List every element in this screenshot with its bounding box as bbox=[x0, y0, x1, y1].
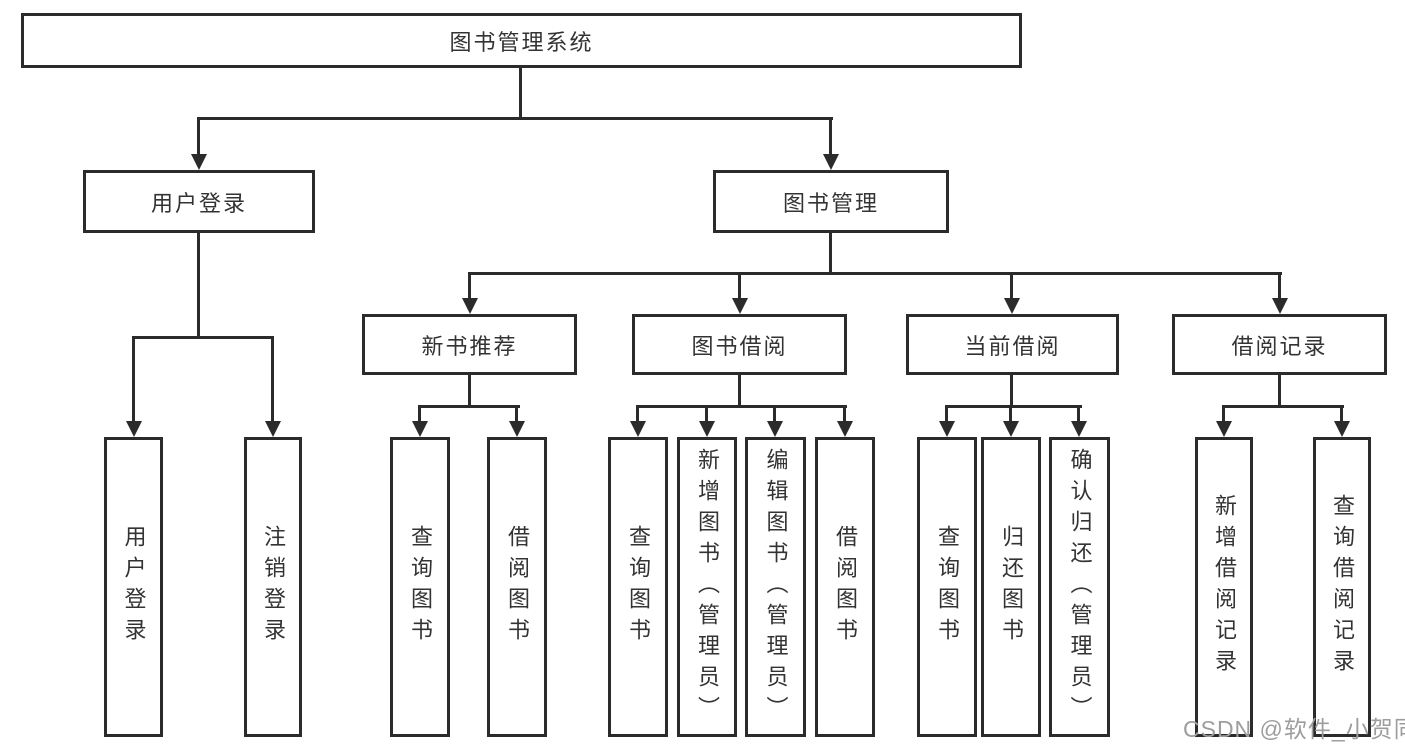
arrowhead-down-icon bbox=[509, 421, 525, 437]
node-new-book-recommend-label: 新书推荐 bbox=[421, 333, 518, 359]
connector-line bbox=[843, 408, 846, 421]
connector-line bbox=[132, 336, 274, 339]
arrowhead-down-icon bbox=[1004, 298, 1020, 314]
connector-line bbox=[1278, 275, 1281, 298]
arrowhead-down-icon bbox=[126, 421, 142, 437]
leaf-query-book-recommend-label: 查询图书 bbox=[408, 525, 433, 649]
connector-line bbox=[636, 408, 639, 421]
leaf-return-book-label: 归还图书 bbox=[999, 525, 1024, 649]
connector-line bbox=[738, 275, 741, 298]
leaf-user-login: 用户登录 bbox=[104, 437, 163, 737]
connector-line bbox=[945, 408, 948, 421]
connector-line bbox=[1340, 408, 1343, 421]
connector-line bbox=[1278, 375, 1281, 405]
connector-line bbox=[945, 405, 1082, 408]
leaf-query-book-recommend: 查询图书 bbox=[390, 437, 450, 737]
leaf-logout-label: 注销登录 bbox=[261, 525, 286, 649]
node-user-login-label: 用户登录 bbox=[150, 190, 247, 216]
node-user-login: 用户登录 bbox=[83, 170, 315, 233]
connector-line bbox=[1010, 375, 1013, 405]
connector-line bbox=[418, 405, 520, 408]
leaf-query-book-borrow: 查询图书 bbox=[608, 437, 668, 737]
connector-line bbox=[132, 339, 135, 421]
leaf-borrow-book-recommend: 借阅图书 bbox=[487, 437, 547, 737]
arrowhead-down-icon bbox=[767, 421, 783, 437]
connector-line bbox=[197, 117, 833, 120]
leaf-borrow-book: 借阅图书 bbox=[815, 437, 875, 737]
leaf-query-borrow-record: 查询借阅记录 bbox=[1313, 437, 1371, 737]
connector-line bbox=[197, 233, 200, 339]
watermark: CSDN @软件_小贺同学 bbox=[1183, 716, 1405, 742]
leaf-edit-book-admin: 编辑图书（管理员） bbox=[745, 437, 806, 737]
leaf-borrow-book-label: 借阅图书 bbox=[833, 525, 858, 649]
leaf-query-book-borrow-label: 查询图书 bbox=[626, 525, 651, 649]
arrowhead-down-icon bbox=[462, 298, 478, 314]
node-borrowing-records-label: 借阅记录 bbox=[1231, 333, 1328, 359]
arrowhead-down-icon bbox=[1216, 421, 1232, 437]
leaf-edit-book-admin-label: 编辑图书（管理员） bbox=[763, 447, 789, 727]
connector-line bbox=[418, 408, 421, 421]
leaf-return-book: 归还图书 bbox=[981, 437, 1041, 737]
connector-line bbox=[1222, 408, 1225, 421]
node-library-system: 图书管理系统 bbox=[21, 13, 1022, 68]
node-book-management: 图书管理 bbox=[713, 170, 949, 233]
arrowhead-down-icon bbox=[1003, 421, 1019, 437]
arrowhead-down-icon bbox=[1334, 421, 1350, 437]
node-book-borrowing: 图书借阅 bbox=[632, 314, 847, 375]
node-book-management-label: 图书管理 bbox=[782, 190, 879, 216]
leaf-add-borrow-record-label: 新增借阅记录 bbox=[1212, 494, 1237, 680]
connector-line bbox=[271, 339, 274, 421]
connector-line bbox=[1222, 405, 1344, 408]
connector-line bbox=[705, 408, 708, 421]
connector-line bbox=[468, 275, 471, 298]
connector-line bbox=[197, 120, 200, 154]
connector-line bbox=[829, 233, 832, 272]
leaf-query-book-current-label: 查询图书 bbox=[935, 525, 960, 649]
arrowhead-down-icon bbox=[699, 421, 715, 437]
connector-line bbox=[738, 375, 741, 405]
node-new-book-recommend: 新书推荐 bbox=[362, 314, 577, 375]
connector-line bbox=[1077, 408, 1080, 421]
arrowhead-down-icon bbox=[265, 421, 281, 437]
leaf-confirm-return-admin-label: 确认归还（管理员） bbox=[1067, 447, 1093, 727]
node-current-borrowing: 当前借阅 bbox=[906, 314, 1119, 375]
leaf-logout: 注销登录 bbox=[244, 437, 302, 737]
arrowhead-down-icon bbox=[823, 154, 839, 170]
connector-line bbox=[515, 408, 518, 421]
connector-line bbox=[1009, 408, 1012, 421]
leaf-confirm-return-admin: 确认归还（管理员） bbox=[1049, 437, 1110, 737]
connector-line bbox=[773, 408, 776, 421]
node-current-borrowing-label: 当前借阅 bbox=[964, 333, 1061, 359]
connector-line bbox=[636, 405, 847, 408]
leaf-query-borrow-record-label: 查询借阅记录 bbox=[1330, 494, 1355, 680]
leaf-add-book-admin-label: 新增图书（管理员） bbox=[695, 447, 720, 727]
leaf-user-login-label: 用户登录 bbox=[121, 525, 147, 649]
connector-line bbox=[519, 68, 522, 120]
connector-line bbox=[1010, 275, 1013, 298]
arrowhead-down-icon bbox=[1071, 421, 1087, 437]
arrowhead-down-icon bbox=[939, 421, 955, 437]
leaf-query-book-current: 查询图书 bbox=[917, 437, 977, 737]
leaf-borrow-book-recommend-label: 借阅图书 bbox=[505, 525, 530, 649]
arrowhead-down-icon bbox=[412, 421, 428, 437]
arrowhead-down-icon bbox=[837, 421, 853, 437]
node-library-system-label: 图书管理系统 bbox=[449, 29, 594, 55]
node-book-borrowing-label: 图书借阅 bbox=[691, 333, 788, 359]
arrowhead-down-icon bbox=[191, 154, 207, 170]
arrowhead-down-icon bbox=[630, 421, 646, 437]
connector-line bbox=[829, 120, 832, 154]
leaf-add-book-admin: 新增图书（管理员） bbox=[677, 437, 737, 737]
node-borrowing-records: 借阅记录 bbox=[1172, 314, 1387, 375]
connector-line bbox=[468, 272, 1282, 275]
leaf-add-borrow-record: 新增借阅记录 bbox=[1195, 437, 1253, 737]
arrowhead-down-icon bbox=[1272, 298, 1288, 314]
connector-line bbox=[468, 375, 471, 405]
arrowhead-down-icon bbox=[732, 298, 748, 314]
